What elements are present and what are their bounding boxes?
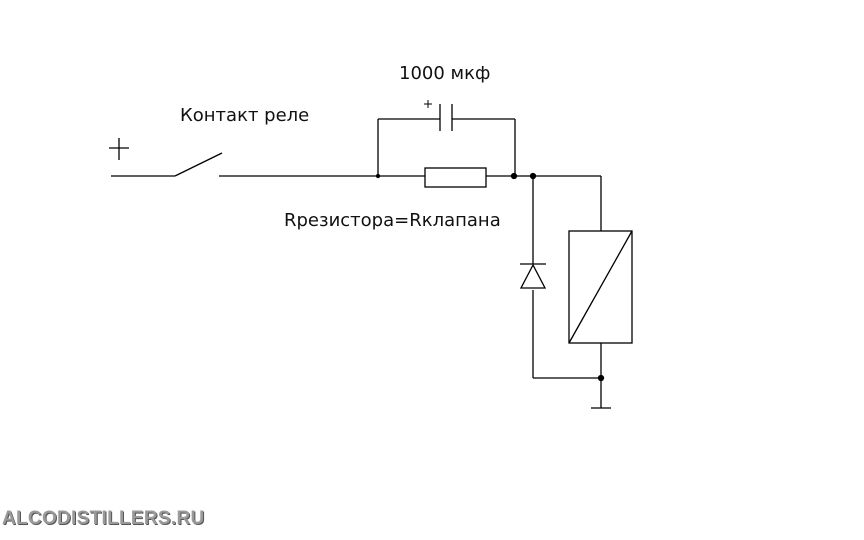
supply-plus-sign xyxy=(109,138,129,160)
diode xyxy=(519,176,601,379)
junction-node xyxy=(597,374,605,382)
watermark: ALCODISTILLERS.RU xyxy=(2,508,205,529)
capacitor-label: 1000 мкф xyxy=(399,63,491,84)
valve-coil xyxy=(568,176,633,408)
relay-contact-label: Контакт реле xyxy=(180,105,310,126)
relay-switch xyxy=(111,152,378,177)
capacitor xyxy=(377,100,516,176)
resistor xyxy=(378,167,601,188)
junction-node xyxy=(510,172,518,180)
resistor-note-label: Rрезистора=Rклапана xyxy=(284,210,501,231)
